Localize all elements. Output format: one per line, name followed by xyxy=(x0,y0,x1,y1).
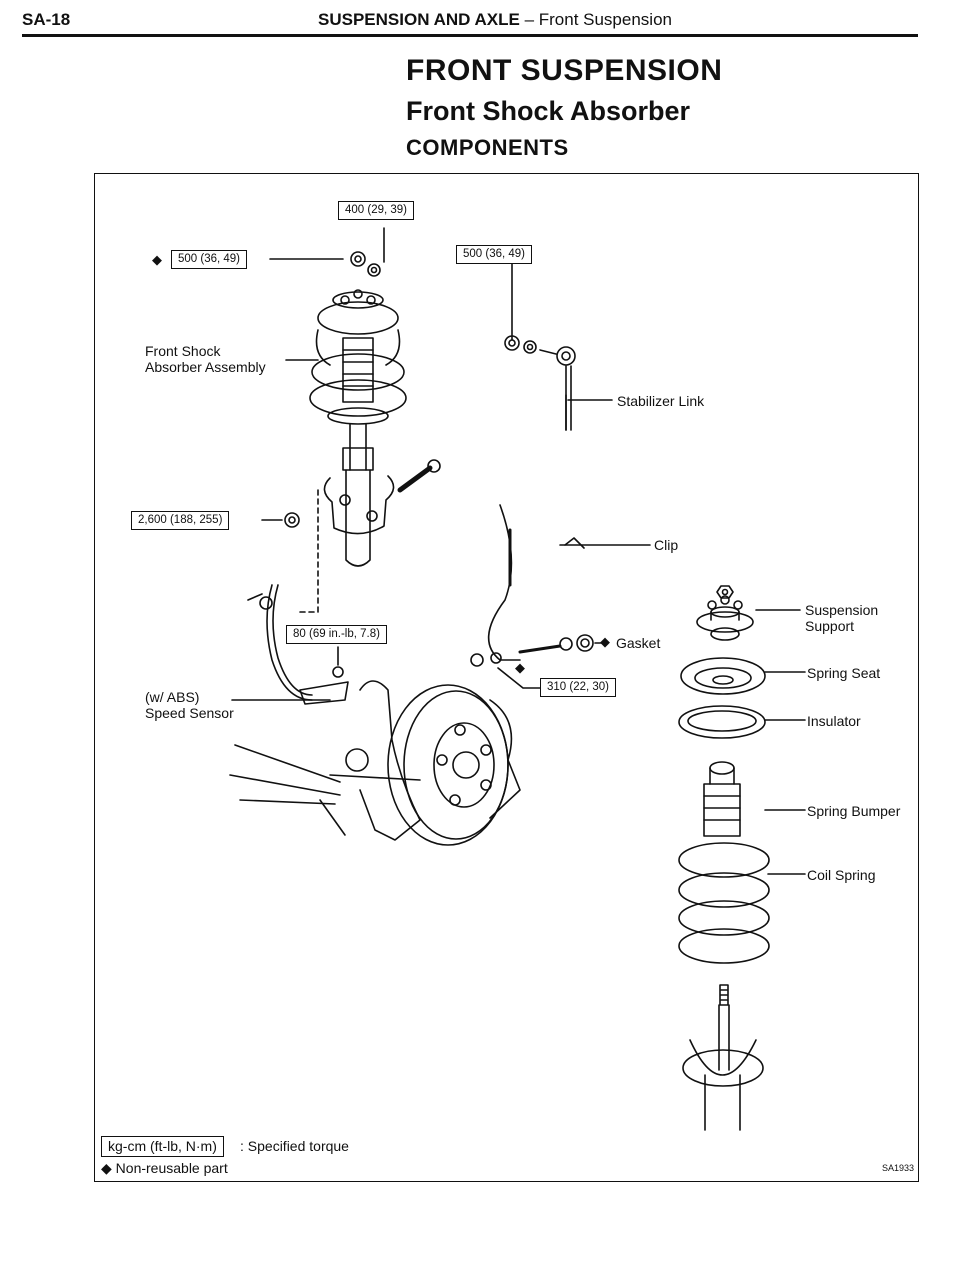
torque-400: 400 (29, 39) xyxy=(338,201,415,220)
header-section: SUSPENSION AND AXLE xyxy=(318,10,520,29)
knuckle-hub-icon xyxy=(229,680,521,846)
label-speed-sensor: (w/ ABS) Speed Sensor xyxy=(145,689,234,721)
shock-absorber-assembly-icon xyxy=(299,289,407,613)
page-code: SA-18 xyxy=(22,10,71,29)
legend-diamond-icon: ◆ xyxy=(101,1160,112,1176)
figure-code: SA1933 xyxy=(881,1163,914,1173)
label-clip: Clip xyxy=(654,537,679,553)
leader-lines xyxy=(231,227,806,875)
brake-hose-icon xyxy=(470,504,594,667)
label-insulator: Insulator xyxy=(807,713,861,729)
torque-310: 310 (22, 30) xyxy=(540,678,617,697)
label-spring-bumper: Spring Bumper xyxy=(807,803,901,819)
header-title: SUSPENSION AND AXLE – Front Suspension xyxy=(318,10,672,30)
legend-nonreusable: ◆ Non-reusable part xyxy=(101,1160,228,1177)
hose-nonreusable-icon: ◆ xyxy=(515,660,525,675)
section-title: COMPONENTS xyxy=(406,135,569,160)
torque-500-upper: 500 (36, 49) xyxy=(171,250,248,269)
legend-unit-box: kg-cm (ft-lb, N·m) xyxy=(101,1136,224,1157)
sub-title: Front Shock Absorber xyxy=(406,96,691,126)
stabilizer-link-icon xyxy=(504,335,576,431)
gasket-nonreusable-icon: ◆ xyxy=(600,634,610,649)
label-spring-seat: Spring Seat xyxy=(807,665,881,681)
insulator-icon xyxy=(678,705,766,739)
label-coil-spring: Coil Spring xyxy=(807,867,876,883)
label-suspension-support: Suspension Support xyxy=(805,602,879,634)
main-title: FRONT SUSPENSION xyxy=(406,54,723,87)
speed-sensor-icon xyxy=(247,584,349,705)
suspension-support-icon xyxy=(696,595,754,641)
knuckle-bolt-icon xyxy=(284,459,441,528)
header-rule xyxy=(22,34,918,37)
upper-bolts-icon xyxy=(350,251,381,277)
label-gasket: Gasket xyxy=(616,635,661,651)
coil-spring-icon xyxy=(678,842,770,964)
diagram-frame xyxy=(94,173,919,1182)
label-stabilizer-link: Stabilizer Link xyxy=(617,393,705,409)
nonreusable-icon: ◆ xyxy=(152,252,162,267)
spring-bumper-icon xyxy=(703,761,741,837)
torque-2600: 2,600 (188, 255) xyxy=(131,511,230,530)
legend-unit-text: : Specified torque xyxy=(240,1138,349,1154)
torque-80: 80 (69 in.-lb, 7.8) xyxy=(286,625,387,644)
shock-rod-icon xyxy=(682,984,764,1131)
torque-500-stabilizer: 500 (36, 49) xyxy=(456,245,533,264)
label-shock-absorber: Front Shock Absorber Assembly xyxy=(145,343,266,375)
spring-seat-icon xyxy=(680,657,766,695)
header-subsection: – Front Suspension xyxy=(524,10,672,29)
legend-nonreusable-text: Non-reusable part xyxy=(115,1160,228,1176)
